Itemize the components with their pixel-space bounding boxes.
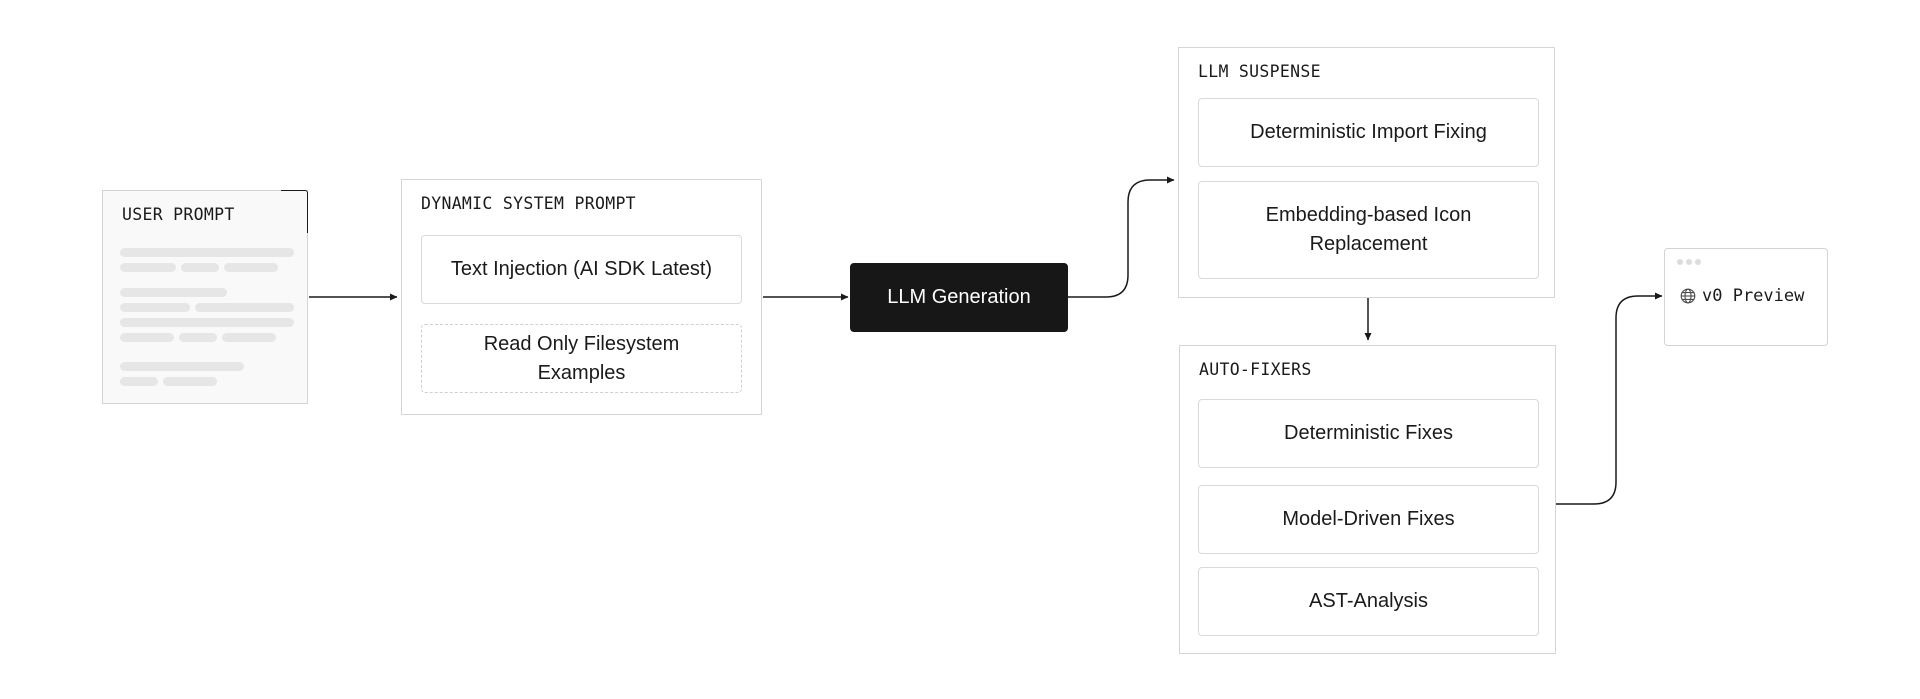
window-dot: [1686, 259, 1692, 265]
placeholder-line: [224, 263, 278, 272]
window-dot: [1695, 259, 1701, 265]
preview-row: v0 Preview: [1680, 286, 1804, 306]
llm-generation-node: LLM Generation: [850, 263, 1068, 332]
read-only-filesystem-node: Read Only Filesystem Examples: [421, 324, 742, 393]
deterministic-fixes-node: Deterministic Fixes: [1198, 399, 1539, 468]
deterministic-import-fixing-node: Deterministic Import Fixing: [1198, 98, 1539, 167]
dynamic-system-prompt-title: DYNAMIC SYSTEM PROMPT: [421, 194, 636, 213]
ast-analysis-node: AST-Analysis: [1198, 567, 1539, 636]
globe-icon: [1680, 288, 1696, 304]
window-dot: [1677, 259, 1683, 265]
v0-preview-window: v0 Preview: [1664, 248, 1828, 346]
llm-suspense-title: LLM SUSPENSE: [1198, 62, 1321, 81]
dynamic-system-prompt-panel: DYNAMIC SYSTEM PROMPT Text Injection (AI…: [401, 179, 762, 415]
placeholder-line: [181, 263, 219, 272]
placeholder-line: [195, 303, 294, 312]
placeholder-line: [120, 333, 174, 342]
placeholder-line: [120, 263, 176, 272]
placeholder-line: [120, 362, 244, 371]
window-dots: [1677, 259, 1701, 265]
placeholder-line: [120, 288, 227, 297]
user-prompt-corner-accent: [281, 190, 308, 233]
preview-label: v0 Preview: [1702, 286, 1805, 306]
placeholder-line: [222, 333, 276, 342]
placeholder-line: [120, 303, 190, 312]
llm-suspense-panel: LLM SUSPENSE Deterministic Import Fixing…: [1178, 47, 1555, 298]
embedding-icon-replacement-node: Embedding-based Icon Replacement: [1198, 181, 1539, 279]
user-prompt-title: USER PROMPT: [122, 205, 235, 224]
auto-fixers-title: AUTO-FIXERS: [1199, 360, 1312, 379]
auto-fixers-panel: AUTO-FIXERS Deterministic Fixes Model-Dr…: [1179, 345, 1556, 654]
placeholder-line: [120, 318, 294, 327]
placeholder-line: [163, 377, 217, 386]
model-driven-fixes-node: Model-Driven Fixes: [1198, 485, 1539, 554]
arrow-autofixers-to-preview: [1556, 292, 1663, 505]
placeholder-line: [120, 248, 294, 257]
user-prompt-card: USER PROMPT: [102, 190, 308, 404]
placeholder-line: [179, 333, 217, 342]
text-injection-node: Text Injection (AI SDK Latest): [421, 235, 742, 304]
placeholder-line: [120, 377, 158, 386]
arrow-llm-to-suspense: [1068, 176, 1175, 298]
